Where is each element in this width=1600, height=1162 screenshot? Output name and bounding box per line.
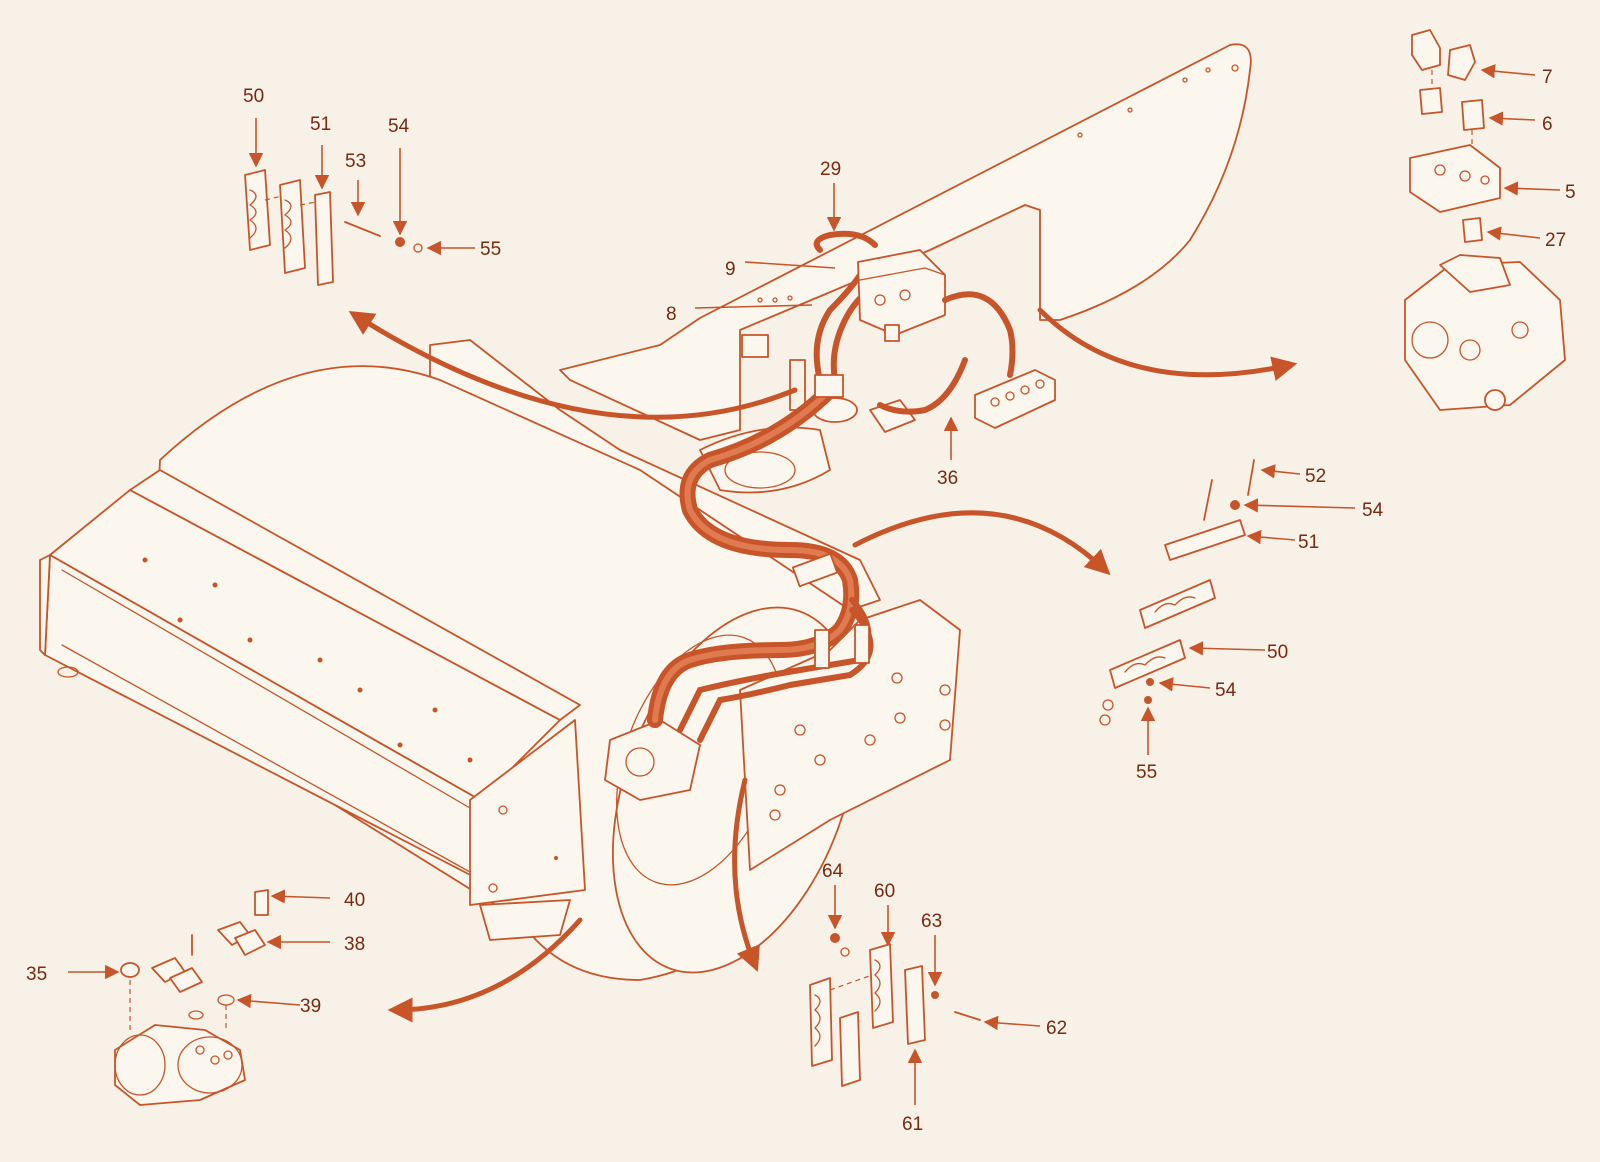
arrow-to-clamp-left — [348, 310, 798, 420]
label-63: 63 — [921, 911, 942, 932]
hose-bundle — [647, 230, 878, 743]
label-50-right: 50 — [1267, 642, 1288, 663]
label-52: 52 — [1305, 466, 1326, 487]
label-5: 5 — [1565, 182, 1576, 203]
label-6: 6 — [1542, 114, 1553, 135]
pump-assembly-top-right — [1404, 29, 1566, 411]
label-64: 64 — [822, 861, 844, 882]
label-39: 39 — [300, 996, 321, 1017]
label-35: 35 — [26, 964, 47, 985]
label-55-top-left: 55 — [480, 239, 501, 260]
clamp-assembly-bottom — [809, 933, 981, 1087]
label-29: 29 — [820, 159, 841, 180]
hose-36-b — [877, 357, 968, 415]
label-60: 60 — [874, 881, 895, 902]
part-labels: 50 51 54 53 55 29 9 8 36 7 6 5 27 52 54 … — [26, 67, 1576, 1135]
label-38: 38 — [344, 934, 365, 955]
manifold-block — [974, 369, 1056, 429]
clamp-assembly-right — [1099, 459, 1255, 726]
label-8: 8 — [666, 304, 677, 325]
arrow-to-clamp-right — [852, 510, 1111, 576]
label-27: 27 — [1545, 230, 1566, 251]
label-7: 7 — [1542, 67, 1553, 88]
control-valve — [857, 249, 946, 342]
label-53: 53 — [345, 151, 366, 172]
label-55-right: 55 — [1136, 762, 1157, 783]
label-9: 9 — [725, 259, 736, 280]
label-61: 61 — [902, 1114, 923, 1135]
label-51-right: 51 — [1298, 532, 1319, 553]
label-54-right-top: 54 — [1362, 500, 1384, 521]
label-62: 62 — [1046, 1018, 1067, 1039]
motor-assembly-bottom-left — [114, 889, 269, 1106]
arrow-to-clamp-bottom — [732, 777, 760, 972]
label-51-top-left: 51 — [310, 114, 331, 135]
arrow-to-pump-right — [1037, 307, 1298, 381]
label-36: 36 — [937, 468, 958, 489]
label-54-top-left: 54 — [388, 116, 410, 137]
drum-frame — [39, 339, 961, 981]
arrow-to-motor-left — [387, 917, 583, 1023]
leader-lines — [68, 64, 1561, 1105]
clamp-assembly-top-left — [244, 169, 423, 286]
label-54-right-bottom: 54 — [1215, 680, 1237, 701]
hose-36 — [942, 291, 1016, 378]
label-50-top-left: 50 — [243, 86, 264, 107]
label-40: 40 — [344, 890, 365, 911]
frame-plate — [559, 43, 1252, 441]
